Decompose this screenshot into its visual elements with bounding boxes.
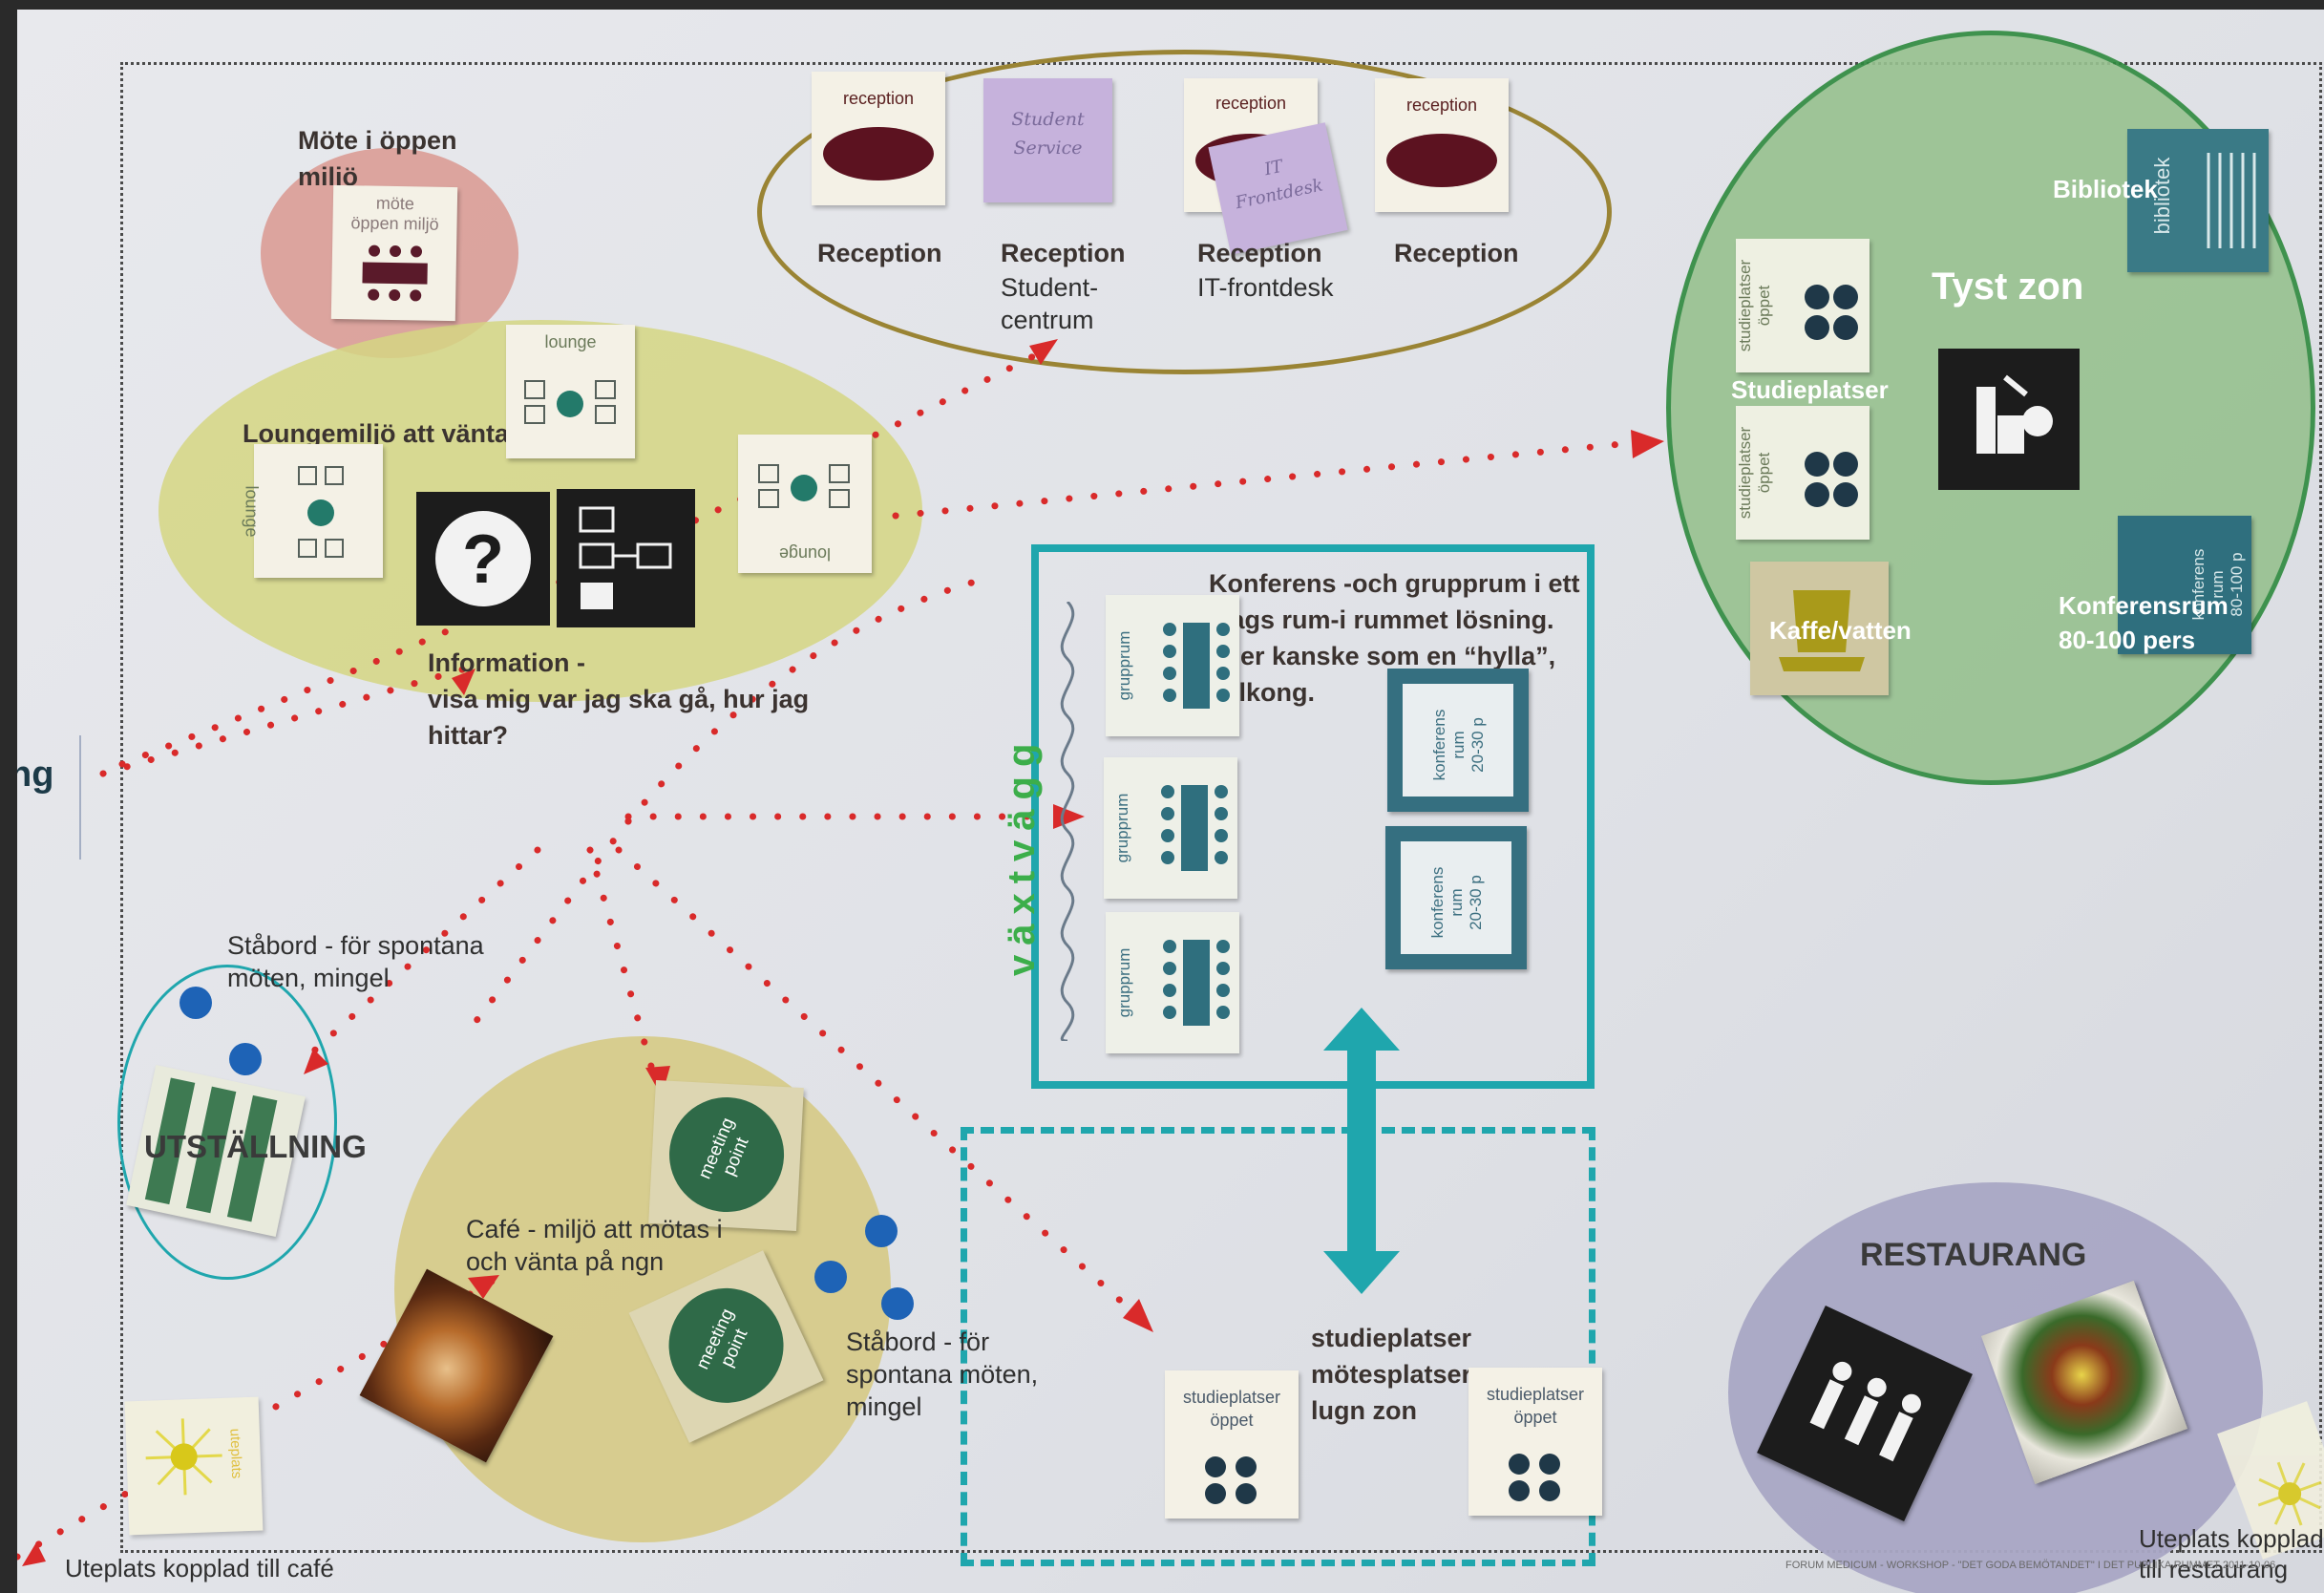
floorplan-board: Möte i öppen miljö möte öppen miljö Loun… [17,10,2324,1593]
sun-icon: uteplats [124,1396,264,1536]
kaffe-label: Kaffe/vatten [1769,616,1912,645]
plant-wall-scribble [1060,602,1075,1041]
blue-dot [180,987,212,1019]
quiet-icon [1938,349,2080,490]
blue-dot [865,1215,898,1247]
tyst-zon-label: Tyst zon [1932,266,2084,308]
cafe-label: Café - miljö att mötas i och vänta på ng… [466,1215,723,1276]
study-zone-label: studieplatser mötesplatser lugn zon [1311,1324,1472,1425]
grupprum-card-2: grupprum [1104,757,1237,899]
stabord-label-1: Ståbord - för spontana möten, mingel [227,931,484,992]
grupprum-card-1: grupprum [1106,595,1239,736]
reception-label-3: Reception [1197,239,1322,267]
question-icon: ? [416,492,550,626]
information-label: Information - visa mig var jag ska gå, h… [428,648,810,750]
studieplatser-card-2: studieplatser öppet [1736,406,1870,540]
uteplats-rest-label: Uteplats kopplad till restaurang [2139,1524,2324,1583]
mote-card: möte öppen miljö [330,184,458,322]
konferens-card-1: konferens rum 20-30 p [1387,669,1529,812]
konferensrum-big-card: konferens rum 80-100 p [2118,516,2251,654]
bibliotek-card: bibliotek [2127,129,2269,272]
blue-dot [229,1043,262,1075]
lounge-card-1: lounge [506,325,635,458]
exhibition-zone [117,965,337,1280]
stabord-label-2: Ståbord - för spontana möten, mingel [846,1328,1039,1421]
grupprum-card-3: grupprum [1106,912,1239,1053]
studieplatser-card-3: studieplatser öppet [1165,1370,1299,1519]
edge-ng-label: ng [17,754,54,795]
reception-zone [757,50,1612,374]
reception-sub-2: Student- centrum [1001,273,1099,334]
study-zone-box [961,1127,1595,1566]
restaurang-label: RESTAURANG [1860,1237,2087,1273]
lounge-card-2: lounge [243,444,383,578]
reception-label-2: Reception [1001,239,1126,267]
meeting-point-card-1: meeting point [648,1080,804,1231]
mote-label: Möte i öppen miljö [298,126,457,191]
konferens-card-2: konferens rum 20-30 p [1385,826,1527,969]
footer-text: FORUM MEDICUM - WORKSHOP - "DET GODA BEM… [1785,1560,2276,1571]
studieplatser-card-1: studieplatser öppet [1736,239,1870,372]
table-icon [358,243,432,303]
bibliotek-label: Bibliotek [2053,175,2158,203]
sitemap-icon [557,489,695,627]
reception-sub-3: IT-frontdesk [1197,273,1334,302]
coffee-icon [1750,562,1889,695]
konferens-description: Konferens -och grupprum i ett slags rum-… [1209,569,1580,707]
lounge-card-3: lounge [738,435,872,573]
reception-card-4: reception [1375,78,1509,212]
student-service-note: Student Service [983,78,1112,202]
blue-dot [814,1261,847,1293]
reception-label-1: Reception [817,239,942,267]
utstallning-label: UTSTÄLLNING [144,1129,367,1164]
uteplats-cafe-label: Uteplats kopplad till café [65,1554,334,1582]
studieplatser-label: Studieplatser [1731,375,1889,404]
vaxtvagg-label: växtvägg [1001,733,1043,976]
sun-icon [2217,1401,2324,1560]
entre-scribble [79,735,119,860]
blue-dot [881,1287,914,1320]
lounge-label: Loungemiljö att vänta i [243,419,524,448]
reception-label-4: Reception [1394,239,1519,267]
studieplatser-card-4: studieplatser öppet [1468,1368,1602,1516]
utstallning-card [126,1065,306,1237]
people-icon [1757,1306,1973,1521]
reception-card-1: reception [812,72,945,205]
svg-text:?: ? [462,521,504,598]
conference-room-box [1031,544,1595,1089]
konferensrum-label: Konferensrum 80-100 pers [2059,591,2229,654]
